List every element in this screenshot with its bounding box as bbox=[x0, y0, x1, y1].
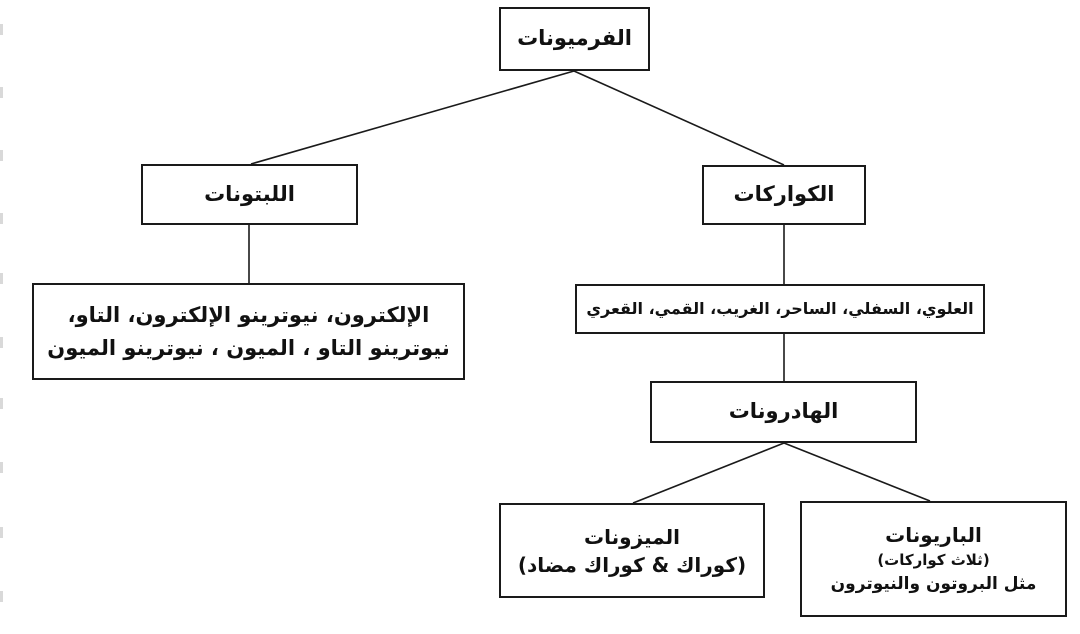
scan-artifact bbox=[0, 462, 3, 473]
node-fermions: الفرميونات bbox=[499, 7, 650, 71]
edge-hadrons-mesons bbox=[632, 442, 785, 504]
hadrons-label: الهادرونات bbox=[728, 399, 839, 424]
baryons-title: الباريونات bbox=[885, 523, 982, 548]
node-lepton-list: الإلكترون، نيوترينو الإلكترون، التاو، ني… bbox=[32, 283, 465, 380]
baryons-example: مثل البروتون والنيوترون bbox=[830, 574, 1037, 595]
scan-artifact bbox=[0, 24, 3, 35]
scan-artifact bbox=[0, 150, 3, 161]
quark-list-label: العلوي، السفلي، الساحر، الغريب، القمي، ا… bbox=[586, 298, 974, 318]
scan-artifact bbox=[0, 527, 3, 538]
edge-fermions-quarks bbox=[573, 70, 785, 166]
lepton-list-line2: نيوترينو التاو ، الميون ، نيوترينو الميو… bbox=[47, 335, 450, 360]
scan-artifact bbox=[0, 213, 3, 224]
edge-hadrons-baryons bbox=[783, 442, 931, 502]
mesons-title: الميزونات bbox=[584, 524, 680, 549]
lepton-list-line1: الإلكترون، نيوترينو الإلكترون، التاو، bbox=[67, 302, 430, 327]
mesons-subtitle: (كوراك & كوراك مضاد) bbox=[517, 552, 747, 577]
scan-artifact bbox=[0, 398, 3, 409]
node-leptons: اللبتونات bbox=[141, 164, 358, 225]
scan-artifact bbox=[0, 273, 3, 284]
node-mesons: الميزونات (كوراك & كوراك مضاد) bbox=[499, 503, 765, 598]
node-quark-list: العلوي، السفلي، الساحر، الغريب، القمي، ا… bbox=[575, 284, 985, 334]
scan-artifact bbox=[0, 591, 3, 602]
node-baryons: الباريونات (ثلاث كواركات) مثل البروتون و… bbox=[800, 501, 1067, 617]
leptons-label: اللبتونات bbox=[204, 181, 295, 206]
baryons-subtitle: (ثلاث كواركات) bbox=[877, 551, 990, 570]
scan-artifact bbox=[0, 87, 3, 98]
fermions-label: الفرميونات bbox=[517, 26, 632, 51]
edge-fermions-leptons bbox=[250, 70, 575, 165]
scan-artifact bbox=[0, 337, 3, 348]
node-hadrons: الهادرونات bbox=[650, 381, 917, 443]
node-quarks: الكواركات bbox=[702, 165, 866, 225]
quarks-label: الكواركات bbox=[733, 182, 835, 207]
